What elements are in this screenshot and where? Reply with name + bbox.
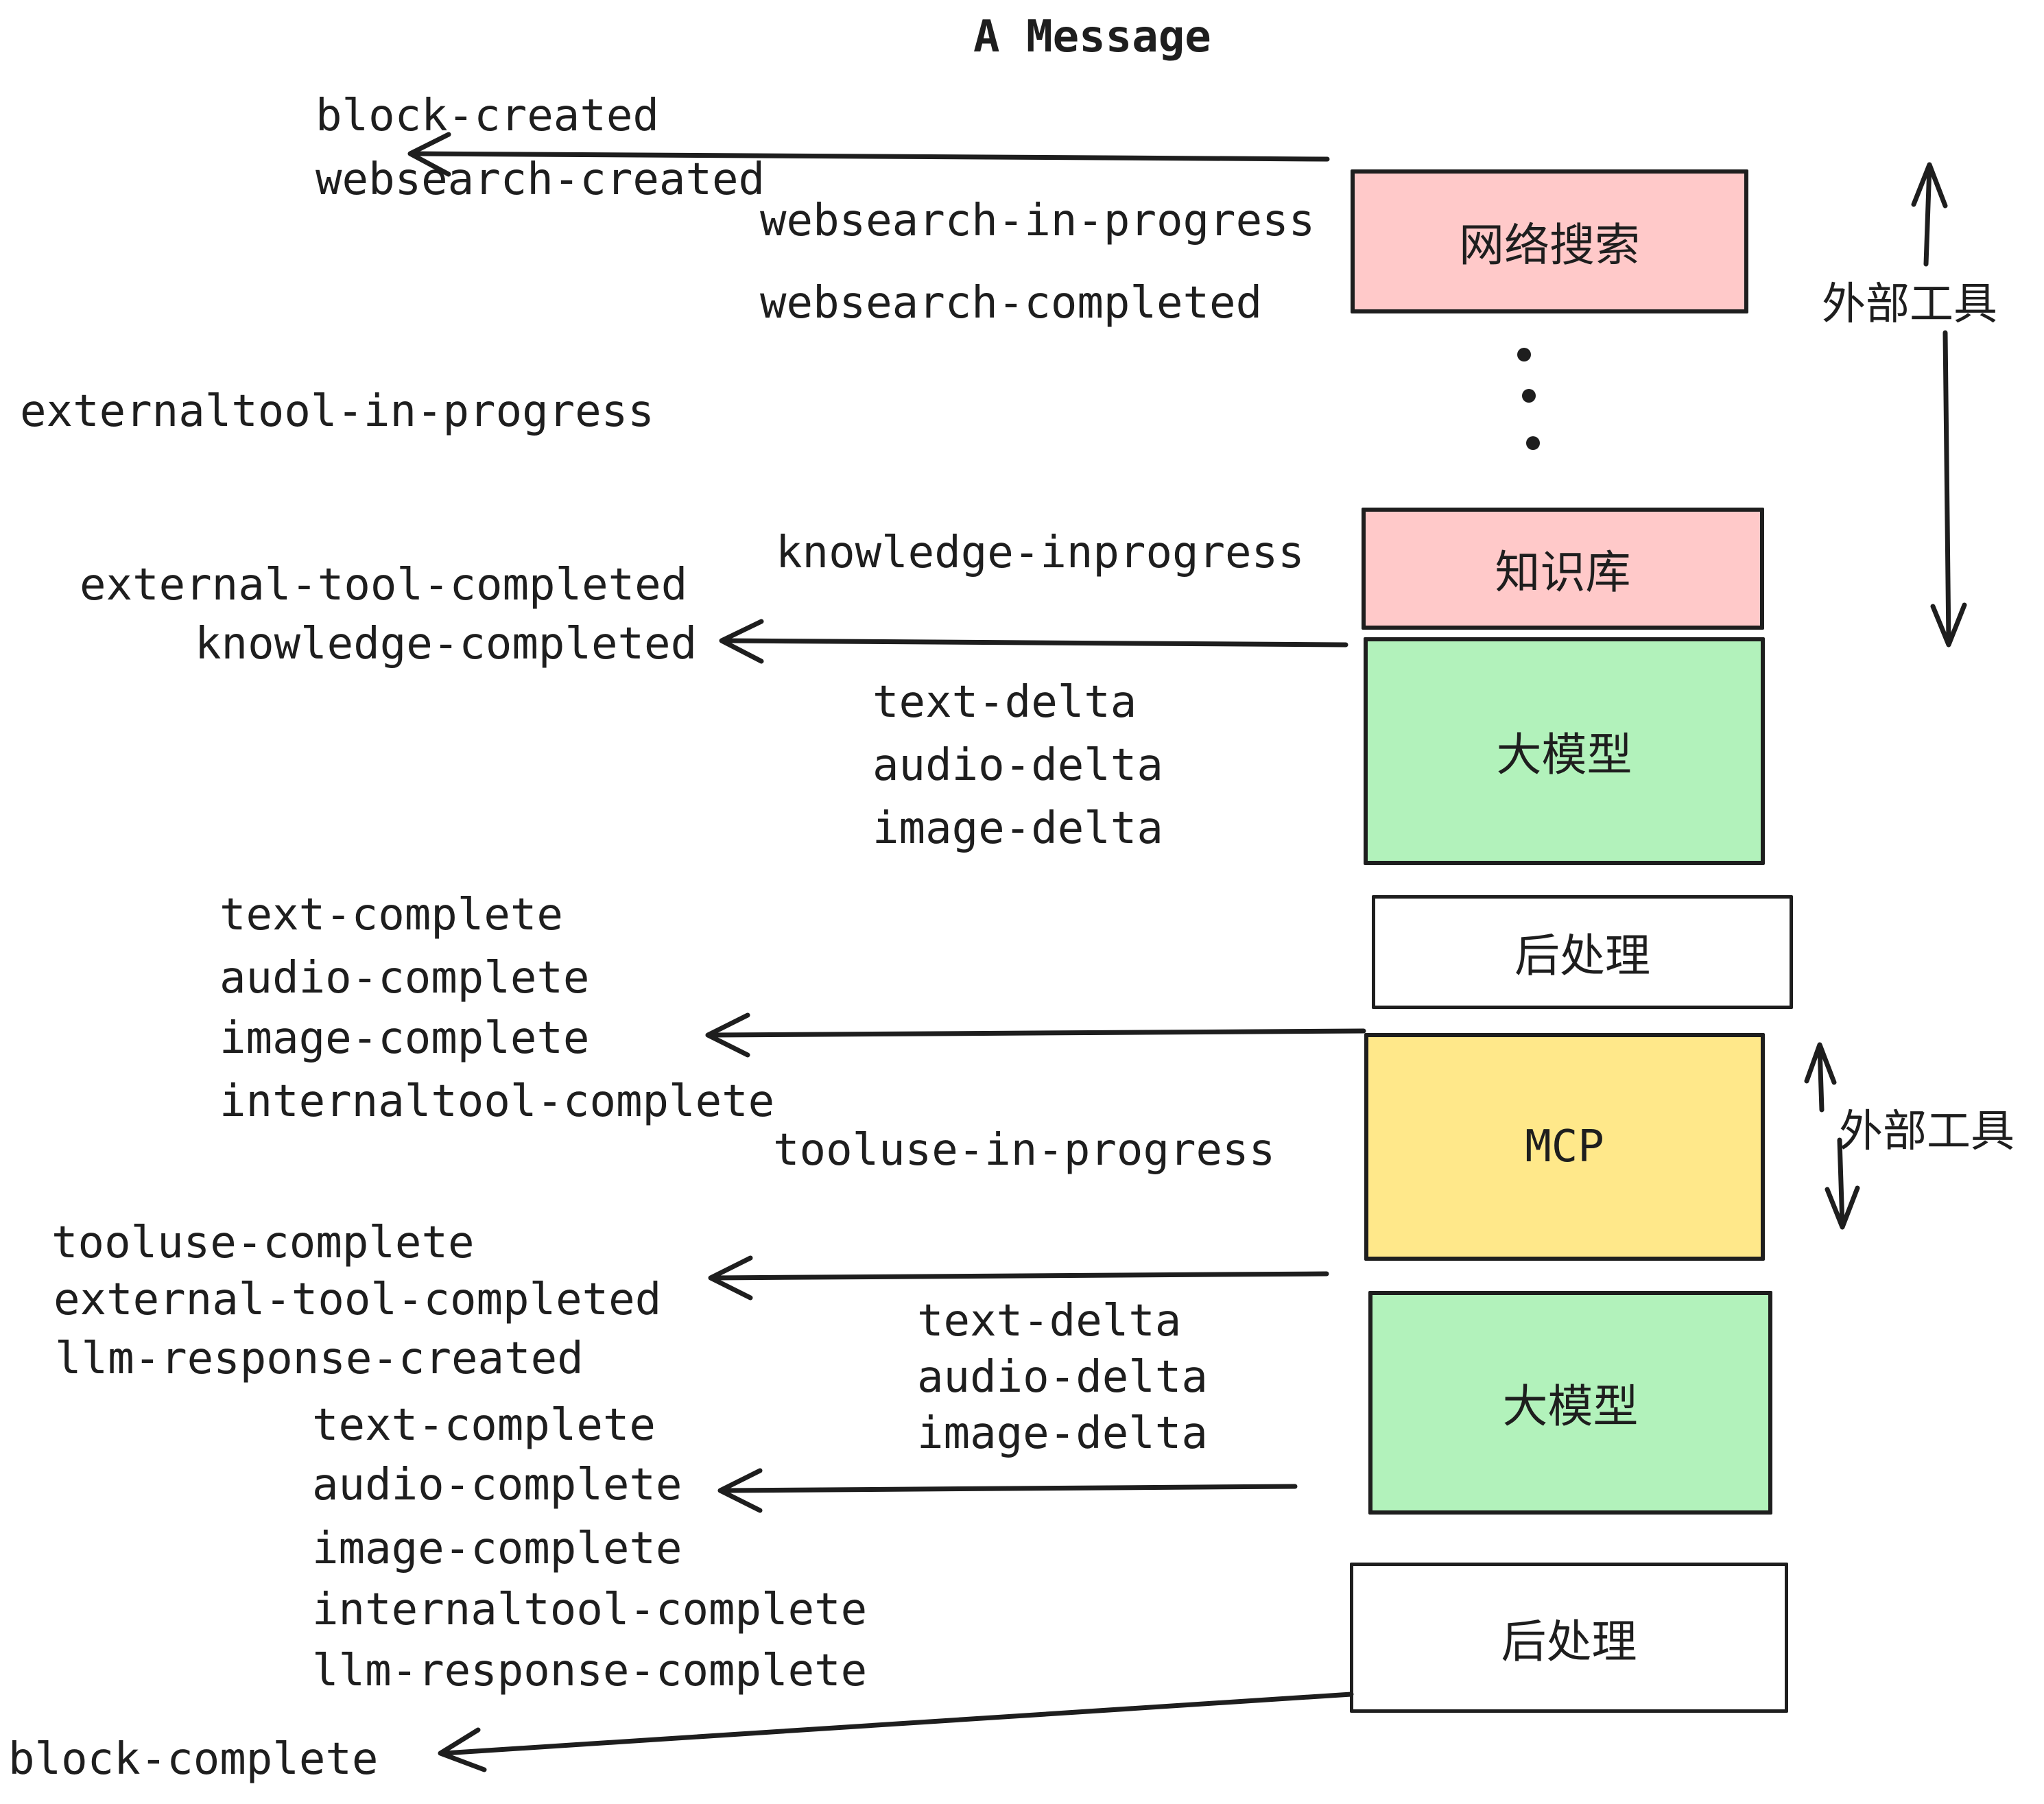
annotation-external-tool-top: 外部工具 bbox=[1822, 279, 1997, 330]
event-audio-complete-2: audio-complete bbox=[312, 1460, 682, 1510]
box-websearch: 网络搜索 bbox=[1351, 169, 1748, 313]
box-websearch-label: 网络搜索 bbox=[1459, 219, 1640, 272]
ellipsis-dots bbox=[1517, 348, 1540, 450]
event-websearch-completed: websearch-completed bbox=[760, 278, 1263, 329]
event-image-delta-1: image-delta bbox=[872, 803, 1163, 854]
arrow-mcp-external-up bbox=[1804, 1042, 1837, 1113]
event-audio-complete-1: audio-complete bbox=[219, 953, 590, 1004]
box-llm-1: 大模型 bbox=[1364, 637, 1765, 865]
box-postprocess-1-label: 后处理 bbox=[1514, 929, 1650, 982]
event-externaltool-in-progress: externaltool-in-progress bbox=[20, 386, 654, 437]
box-postprocess-2: 后处理 bbox=[1350, 1563, 1788, 1713]
event-image-complete-1: image-complete bbox=[219, 1013, 590, 1064]
event-tooluse-in-progress: tooluse-in-progress bbox=[773, 1125, 1276, 1176]
box-knowledge-label: 知识库 bbox=[1495, 546, 1631, 599]
event-knowledge-completed: knowledge-completed bbox=[195, 619, 698, 669]
arrow-internal-complete bbox=[705, 1012, 1366, 1058]
event-external-tool-completed-2: external-tool-completed bbox=[54, 1274, 662, 1325]
box-mcp: MCP bbox=[1364, 1033, 1765, 1261]
arrow-knowledge-completed bbox=[719, 619, 1348, 664]
event-internaltool-complete-2: internaltool-complete bbox=[312, 1585, 868, 1635]
box-llm-1-label: 大模型 bbox=[1496, 728, 1632, 781]
arrow-block-complete bbox=[438, 1692, 1354, 1772]
annotation-external-tool-mid: 外部工具 bbox=[1839, 1106, 2015, 1157]
event-external-tool-completed-1: external-tool-completed bbox=[80, 560, 688, 610]
event-llm-response-complete: llm-response-complete bbox=[312, 1646, 868, 1696]
event-llm-response-created: llm-response-created bbox=[55, 1333, 584, 1384]
event-websearch-in-progress: websearch-in-progress bbox=[760, 195, 1316, 246]
event-block-created: block-created bbox=[316, 91, 659, 141]
box-postprocess-2-label: 后处理 bbox=[1501, 1615, 1637, 1668]
event-text-delta-1: text-delta bbox=[872, 677, 1137, 728]
event-image-delta-2: image-delta bbox=[917, 1408, 1208, 1459]
arrow-external-tool-up bbox=[1911, 162, 1948, 267]
box-knowledge: 知识库 bbox=[1362, 508, 1764, 630]
box-mcp-label: MCP bbox=[1525, 1121, 1604, 1172]
event-text-complete-1: text-complete bbox=[219, 890, 563, 940]
event-knowledge-inprogress: knowledge-inprogress bbox=[776, 527, 1305, 578]
box-llm-2-label: 大模型 bbox=[1502, 1380, 1639, 1433]
box-llm-2: 大模型 bbox=[1368, 1291, 1772, 1515]
arrow-external-tool-down bbox=[1930, 330, 1967, 648]
event-text-delta-2: text-delta bbox=[917, 1296, 1182, 1346]
arrow-llm2-complete bbox=[717, 1468, 1298, 1513]
event-text-complete-2: text-complete bbox=[312, 1400, 656, 1451]
event-websearch-created: websearch-created bbox=[316, 154, 765, 205]
arrow-tooluse-complete bbox=[708, 1255, 1329, 1301]
event-audio-delta-1: audio-delta bbox=[872, 740, 1163, 791]
event-internaltool-complete-1: internaltool-complete bbox=[219, 1076, 775, 1127]
box-postprocess-1: 后处理 bbox=[1372, 895, 1793, 1009]
event-tooluse-complete: tooluse-complete bbox=[51, 1218, 475, 1268]
diagram-title: A Message bbox=[973, 12, 1211, 62]
event-audio-delta-2: audio-delta bbox=[917, 1352, 1208, 1403]
event-image-complete-2: image-complete bbox=[312, 1523, 682, 1574]
event-block-complete: block-complete bbox=[8, 1734, 379, 1785]
